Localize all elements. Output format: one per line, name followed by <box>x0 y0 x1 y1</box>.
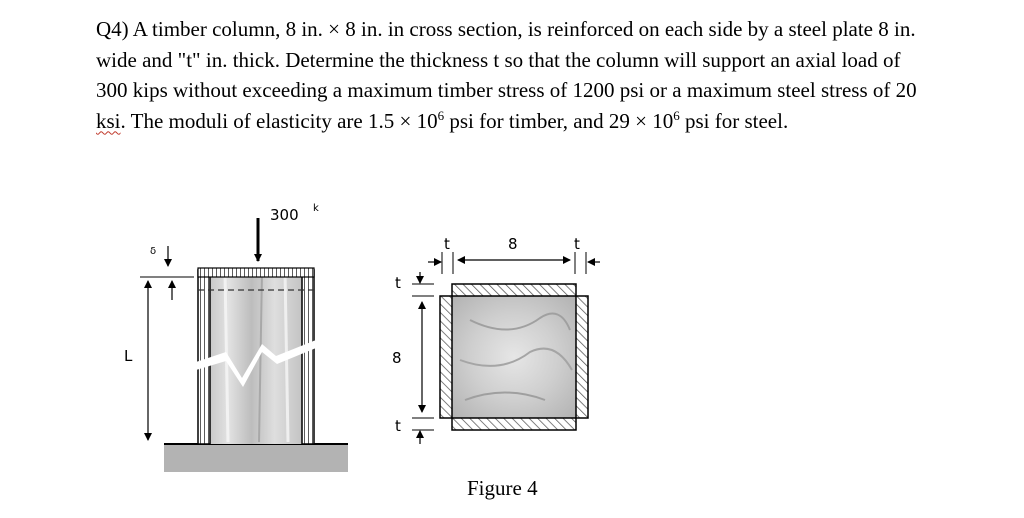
width-label: 8 <box>508 235 518 253</box>
steel-plate-right <box>301 269 315 445</box>
steel-plate-right-section <box>575 295 589 419</box>
figure-caption: Figure 4 <box>467 476 538 500</box>
steel-plate-top <box>451 283 577 297</box>
delta-label: δ <box>150 246 156 257</box>
column-elevation: 300 k δ L <box>124 203 348 472</box>
length-label: L <box>124 347 133 365</box>
t-label-top-right: t <box>574 235 580 253</box>
load-label: 300 <box>270 206 299 224</box>
t-label-top-left: t <box>444 235 450 253</box>
question-number: Q4) <box>96 17 129 41</box>
problem-text-part-3: psi for timber, and 29 × 10 <box>444 108 674 133</box>
ksi-unit: ksi <box>96 108 121 133</box>
problem-statement: Q4) A timber column, 8 in. × 8 in. in cr… <box>96 14 926 136</box>
ground-base <box>164 444 348 472</box>
problem-text-part-2: . The moduli of elasticity are 1.5 × 10 <box>120 108 438 133</box>
steel-plate-left <box>197 269 211 445</box>
t-label-left-upper: t <box>395 274 401 292</box>
steel-cap-plate <box>197 267 315 278</box>
exponent-timber: 6 <box>437 107 445 123</box>
t-label-left-lower: t <box>395 417 401 435</box>
steel-plate-bottom <box>451 417 577 431</box>
load-unit: k <box>313 203 319 214</box>
problem-text-part-1: A timber column, 8 in. × 8 in. in cross … <box>96 17 917 102</box>
steel-plate-left-section <box>439 295 453 419</box>
height-label: 8 <box>392 349 402 367</box>
cross-section: t 8 t t 8 t <box>392 235 600 444</box>
exponent-steel: 6 <box>673 107 680 123</box>
problem-text-part-4: psi for steel. <box>679 108 789 133</box>
